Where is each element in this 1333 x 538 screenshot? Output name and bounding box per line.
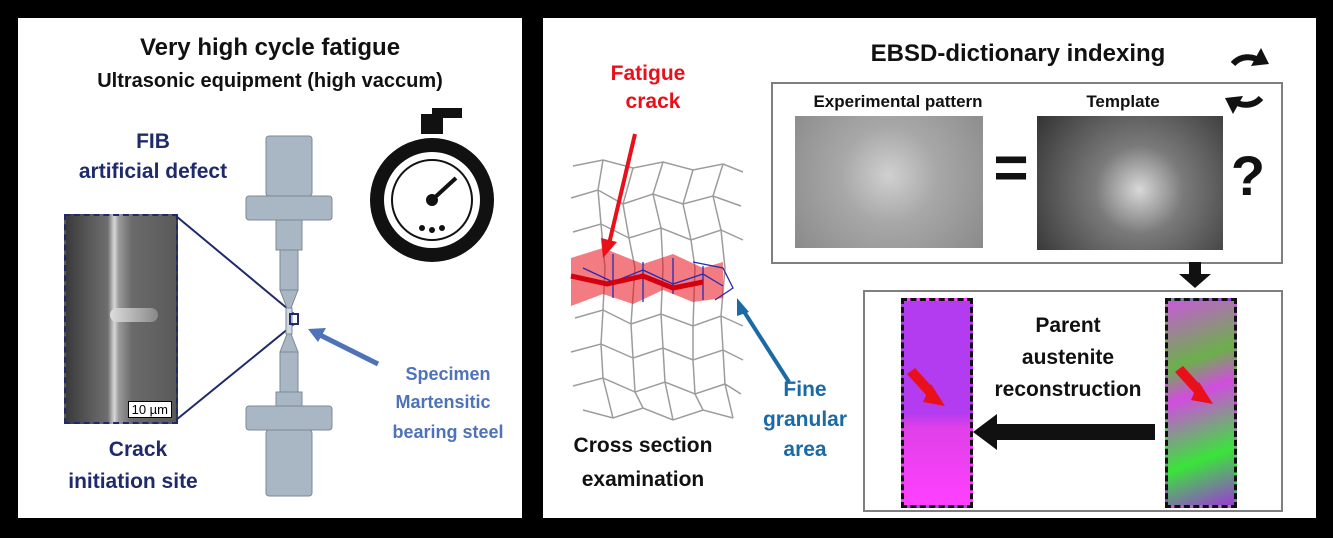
sem-micrograph: 10 µm — [64, 214, 178, 424]
specimen-arrow-shaft — [316, 331, 380, 367]
fatigue-label-line1: Fatigue — [610, 62, 686, 85]
scale-bar-box: 10 µm — [127, 401, 172, 418]
crack-arrow-head — [601, 238, 617, 258]
reconstruction-box — [863, 290, 1283, 512]
fine-label-line2: granular — [762, 408, 848, 431]
equipment-subtitle: Ultrasonic equipment (high vaccum) — [97, 70, 443, 92]
specimen-label-line3: bearing steel — [392, 422, 504, 442]
fib-label-line1: FIB — [136, 130, 170, 153]
ultrasonic-specimen — [245, 135, 333, 497]
experimental-label: Experimental pattern — [813, 92, 983, 111]
fib-label-line2: artificial defect — [78, 160, 228, 183]
parent-label-line1: Parent — [1035, 314, 1101, 337]
left-graphics — [175, 108, 494, 497]
cross-section-graphics — [570, 133, 791, 421]
grain-network — [570, 159, 744, 421]
left-arrow-shaft — [995, 424, 1155, 440]
fatigue-label-line2: crack — [625, 90, 681, 113]
left-panel: Very high cycle fatigue Ultrasonic equip… — [18, 18, 522, 518]
template-pattern-image — [1037, 116, 1223, 250]
template-label: Template — [1086, 92, 1160, 111]
specimen-label-line1: Specimen — [405, 364, 491, 384]
fatigue-crack-line — [570, 273, 704, 291]
left-arrow-head — [973, 414, 997, 450]
crack-mesh — [582, 254, 734, 302]
specimen-label-line2: Martensitic — [395, 392, 491, 412]
martensite-map — [1165, 298, 1237, 508]
cross-label-line2: examination — [581, 468, 705, 491]
parent-label-line3: reconstruction — [994, 378, 1142, 401]
fine-label-line1: Fine — [783, 378, 827, 401]
ebsd-arrows — [973, 262, 1211, 450]
crack-arrow-shaft — [607, 133, 637, 245]
defect-mark — [110, 308, 158, 322]
ebsd-title: EBSD-dictionary indexing — [870, 40, 1166, 67]
question-mark: ? — [1230, 144, 1266, 207]
zoom-line-bottom — [175, 323, 295, 421]
parent-label-line2: austenite — [1021, 346, 1115, 369]
granular-arrow-head — [737, 298, 749, 316]
reconstruction-red-arrows — [907, 366, 1213, 406]
experimental-pattern-image — [795, 116, 983, 248]
pressure-gauge-icon — [370, 108, 494, 262]
pattern-box — [771, 82, 1283, 264]
right-panel: Fatigue crack Cros — [543, 18, 1316, 518]
fine-label-line3: area — [783, 438, 827, 461]
specimen-arrow-head — [308, 328, 326, 342]
zoom-line-top — [175, 215, 295, 315]
vhcf-title: Very high cycle fatigue — [139, 34, 401, 61]
defect-zoom-box — [289, 313, 299, 325]
granular-arrow-shaft — [741, 308, 791, 384]
equals-sign: = — [993, 134, 1029, 201]
down-arrow-head — [1179, 274, 1211, 288]
refresh-icon — [1225, 48, 1269, 114]
down-arrow-shaft — [1189, 262, 1201, 276]
crack-label-line2: initiation site — [68, 470, 198, 493]
crack-label-line1: Crack — [108, 438, 168, 461]
cross-label-line1: Cross section — [573, 434, 713, 457]
